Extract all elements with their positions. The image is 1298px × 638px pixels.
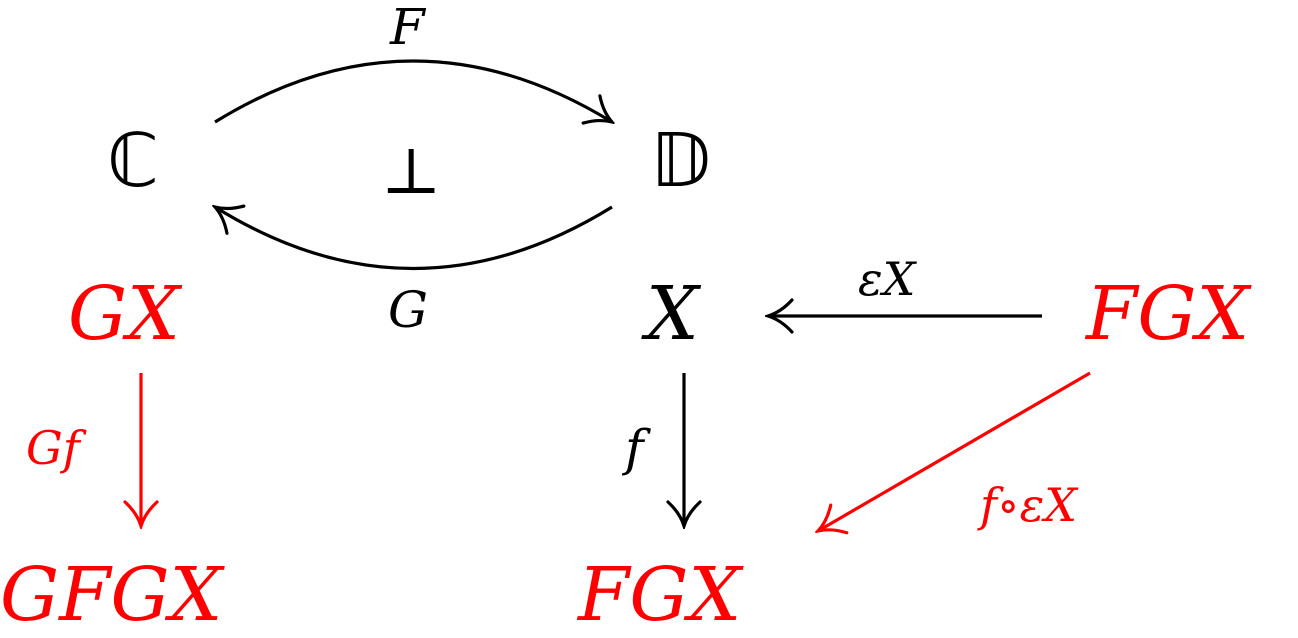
arrow-F (214, 59, 612, 122)
label-perp: ⊥ (381, 135, 442, 209)
object-C: ℂ (107, 118, 159, 204)
arrow-f-comp-epsilon-X (818, 371, 1091, 531)
label-Gf: Gf (26, 421, 80, 475)
label-G: G (388, 281, 428, 339)
label-epsilon-X: εX (858, 252, 916, 306)
object-GFGX: GFGX (0, 552, 223, 638)
object-X: X (646, 271, 699, 357)
object-FGX-right: FGX (1086, 271, 1250, 357)
arrow-G (215, 207, 613, 271)
object-D: 𝔻 (650, 118, 711, 204)
label-f: f (625, 419, 644, 477)
object-FGX-bottom: FGX (578, 552, 742, 638)
label-f-comp-epsilon-X: f∘εX (980, 478, 1078, 532)
object-GX: GX (68, 271, 180, 357)
label-F: F (390, 0, 425, 56)
